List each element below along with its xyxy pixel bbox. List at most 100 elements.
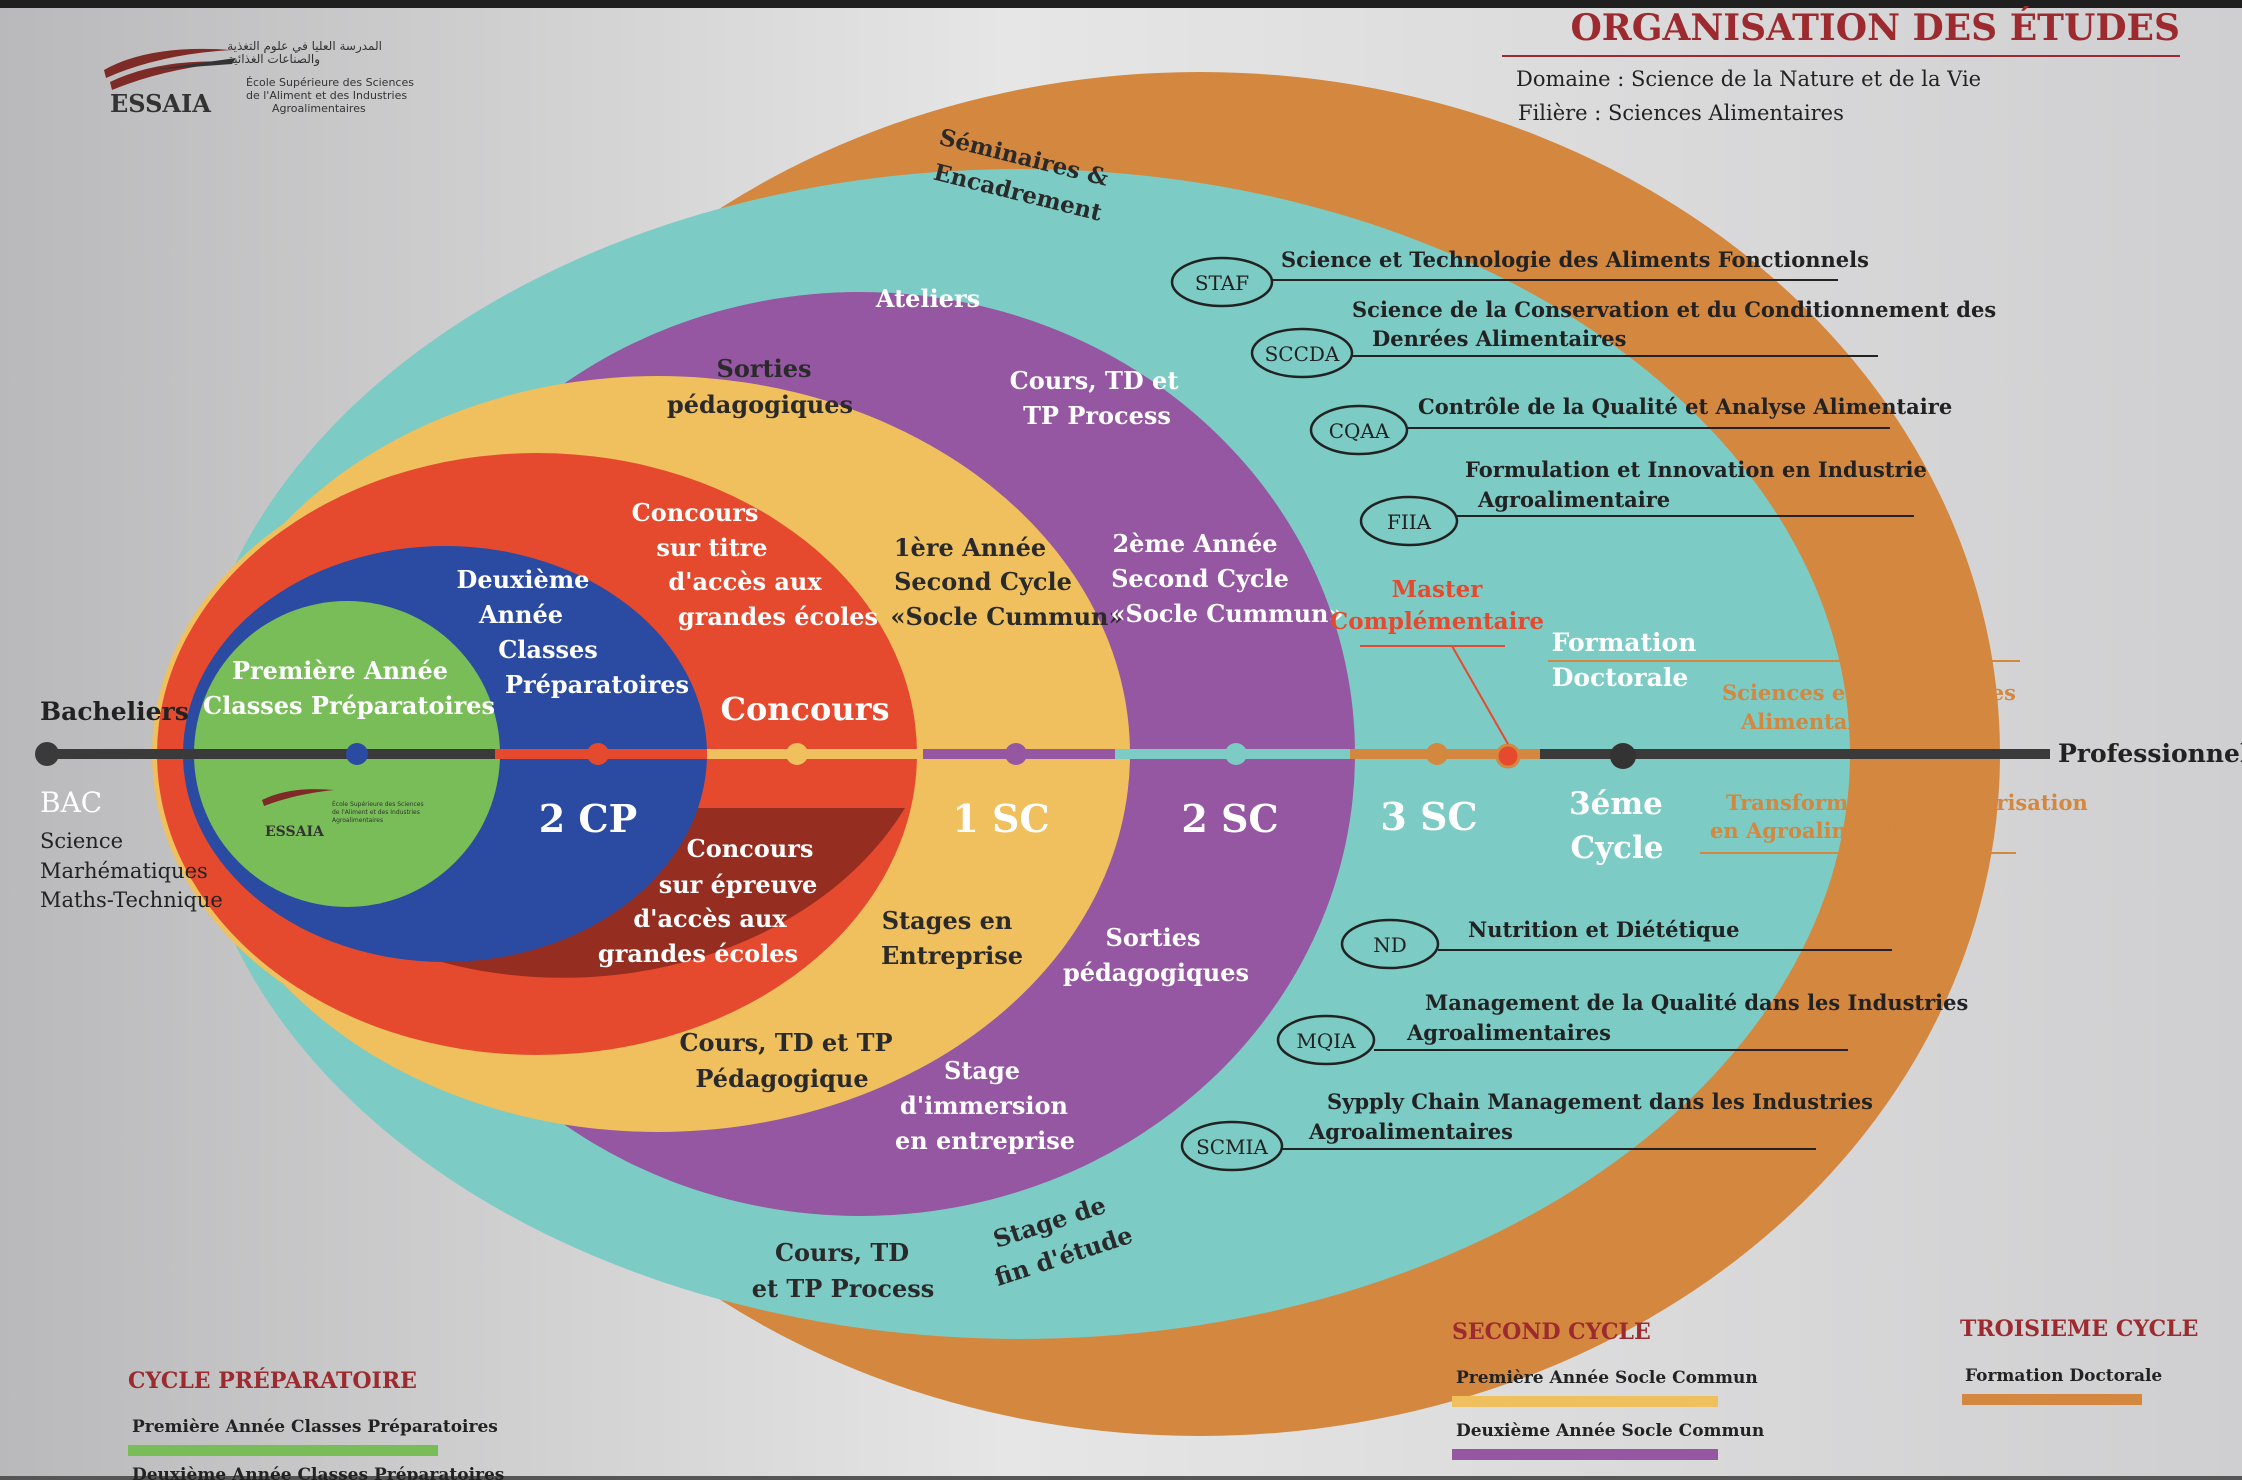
legend-title: TROISIEME CYCLE <box>1960 1316 2198 1342</box>
concours-titre-label: d'accès aux <box>668 567 822 596</box>
specialty-name: Agroalimentaires <box>1406 1020 1611 1045</box>
specialty-name: Denrées Alimentaires <box>1372 326 1626 351</box>
bac-item: Science <box>40 829 123 853</box>
sorties-bottom-label: pédagogiques <box>1063 958 1249 987</box>
specialty-badge <box>1359 495 1459 547</box>
legend-cycle-preparatoire: CYCLE PRÉPARATOIRE Première Année Classe… <box>128 1367 504 1480</box>
concours-titre-label: sur titre <box>656 533 767 562</box>
doctoral-option: Alimentaires <box>1740 709 1892 734</box>
stage-immersion-label: Stage <box>944 1056 1020 1085</box>
sorties-top-label: Sorties <box>717 354 812 383</box>
specialty-name: Management de la Qualité dans les Indust… <box>1425 990 1968 1015</box>
legend-title: SECOND CYCLE <box>1452 1319 1651 1345</box>
specialty-badge <box>1170 256 1274 308</box>
stage-immersion-label: d'immersion <box>900 1091 1068 1120</box>
specialty-scmia: SCMIA Sypply Chain Management dans les I… <box>1180 1089 1873 1172</box>
concours-epreuve-label: grandes écoles <box>598 939 798 968</box>
axis-left-label: Bacheliers <box>40 697 189 726</box>
specialty-code: SCMIA <box>1196 1135 1268 1159</box>
axis-right-label: Professionnel <box>2058 739 2242 768</box>
bac-item: Maths-Technique <box>40 888 223 912</box>
sc2-title-label: Second Cycle <box>1111 564 1289 593</box>
bac-title: BAC <box>40 786 102 819</box>
label-3sc: 3 SC <box>1380 794 1477 839</box>
label-3cycle: Cycle <box>1570 830 1663 866</box>
axis-start-dot <box>35 742 59 766</box>
bottom-border <box>0 1476 2242 1480</box>
essaia-logo: ESSAIA المدرسة العليا في علوم التغذية وا… <box>104 39 414 118</box>
filiere-line: Filière : Sciences Alimentaires <box>1518 101 1844 125</box>
specialty-badge <box>1276 1014 1376 1066</box>
ateliers-label: Ateliers <box>875 284 980 313</box>
logo-small-swoosh <box>262 789 334 806</box>
doctoral-option: Transformation et Valorisation <box>1726 790 2088 815</box>
legend-swatch-yellow <box>1452 1396 1718 1407</box>
stages-entreprise-label: Stages en <box>882 906 1013 935</box>
logo-small-acronym: ESSAIA <box>265 824 325 840</box>
stages-entreprise-label: Entreprise <box>881 941 1023 970</box>
axis-dot-1cp <box>346 743 368 765</box>
cours-process-top-label: TP Process <box>1023 401 1171 430</box>
axis-dot-concours <box>786 743 808 765</box>
axis-dot-3sc <box>1426 743 1448 765</box>
domain-line: Domaine : Science de la Nature et de la … <box>1516 67 1981 91</box>
specialty-code: STAF <box>1195 271 1249 295</box>
specialty-fiia: FIIA Formulation et Innovation en Indust… <box>1359 457 1927 547</box>
specialty-name: Contrôle de la Qualité et Analyse Alimen… <box>1418 394 1952 419</box>
sorties-bottom-label: Sorties <box>1106 923 1201 952</box>
specialty-badge <box>1250 327 1354 379</box>
specialty-mqia: MQIA Management de la Qualité dans les I… <box>1276 990 1968 1066</box>
doctoral-option: en Agroalimentaire <box>1710 818 1938 843</box>
cours-pedagogique-label: Cours, TD et TP <box>679 1028 892 1057</box>
legend-item: Deuxième Année Classes Préparatoires <box>132 1465 504 1480</box>
legend-second-cycle: SECOND CYCLE Première Année Socle Commun… <box>1452 1319 1764 1460</box>
specialty-staf: STAF Science et Technologie des Aliments… <box>1170 247 1869 308</box>
top-border <box>0 0 2242 8</box>
legend-swatch-orange <box>1962 1394 2142 1405</box>
deuxieme-annee-cp-label: Préparatoires <box>505 670 689 699</box>
legend-troisieme-cycle: TROISIEME CYCLE Formation Doctorale <box>1960 1316 2198 1405</box>
label-1sc: 1 SC <box>952 796 1049 841</box>
concours-label: Concours <box>720 690 889 728</box>
logo-arabic-1: المدرسة العليا في علوم التغذية <box>227 39 382 54</box>
logo-fr-1: École Supérieure des Sciences <box>246 76 414 89</box>
premiere-annee-cp-label: Première Année <box>232 656 448 685</box>
sc2-title-label: «Socle Cummun» <box>1111 599 1344 628</box>
premiere-annee-cp-label: Classes Préparatoires <box>203 691 495 720</box>
specialty-code: ND <box>1373 933 1407 957</box>
logo-fr-2: de l'Aliment et des Industries <box>246 89 407 102</box>
specialty-name: Agroalimentaire <box>1477 487 1670 512</box>
specialty-name: Formulation et Innovation en Industrie <box>1465 457 1927 482</box>
axis-dot-2cp <box>587 743 609 765</box>
sc1-title-label: 1ère Année <box>894 533 1046 562</box>
label-3cycle: 3éme <box>1569 786 1663 822</box>
label-2cp: 2 CP <box>539 796 638 841</box>
specialty-code: CQAA <box>1329 419 1390 443</box>
sc1-title-label: «Socle Cummun» <box>891 602 1124 631</box>
concours-epreuve-label: sur épreuve <box>659 870 818 899</box>
specialty-cqaa: CQAA Contrôle de la Qualité et Analyse A… <box>1309 394 1952 456</box>
master-label: Master <box>1392 576 1484 603</box>
stage-immersion-label: en entreprise <box>895 1126 1075 1155</box>
specialty-name: Nutrition et Diététique <box>1468 917 1739 942</box>
cours-pedagogique-label: Pédagogique <box>695 1064 868 1093</box>
concours-epreuve-label: Concours <box>687 834 814 863</box>
logo-arabic-2: والصناعات الغذائية <box>228 52 320 67</box>
legend-title: CYCLE PRÉPARATOIRE <box>128 1367 417 1394</box>
legend-swatch-purple <box>1452 1449 1718 1460</box>
sc1-title-label: Second Cycle <box>894 567 1072 596</box>
master-pointer <box>1451 645 1509 745</box>
deuxieme-annee-cp-label: Année <box>478 600 563 629</box>
specialty-badge <box>1309 404 1409 456</box>
specialty-name: Science et Technologie des Aliments Fonc… <box>1281 247 1869 272</box>
master-label: Complémentaire <box>1330 608 1544 635</box>
specialty-badge <box>1180 1120 1284 1172</box>
axis-dot-master <box>1495 743 1521 769</box>
sc2-title-label: 2ème Année <box>1112 529 1277 558</box>
specialty-name: Sypply Chain Management dans les Industr… <box>1327 1089 1873 1114</box>
logo-fr-3: Agroalimentaires <box>272 102 366 115</box>
cours-process-bottom-label: Cours, TD <box>775 1238 909 1267</box>
legend-swatch-green <box>128 1445 438 1456</box>
